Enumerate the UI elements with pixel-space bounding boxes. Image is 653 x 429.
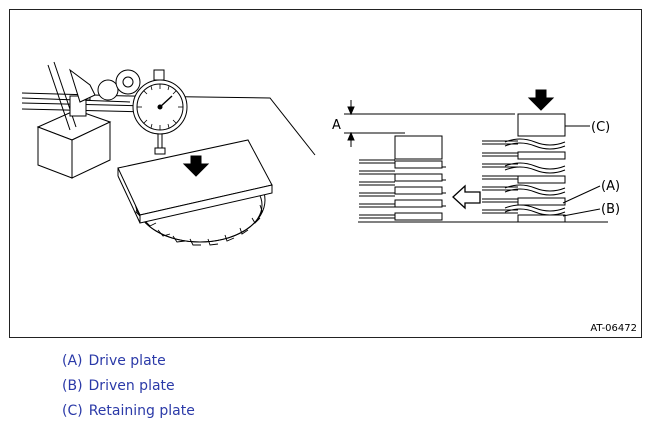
bench-outline [21, 92, 316, 156]
left-stack [359, 135, 446, 221]
legend-item-drive-plate: (A) Drive plate [62, 352, 195, 377]
clearance-label: A [332, 118, 341, 133]
label-a: (A) [601, 179, 620, 194]
legend-list: (A) Drive plate (B) Driven plate (C) Retain… [62, 352, 195, 427]
rod-clamp [69, 68, 141, 117]
clearance-dimension [344, 100, 515, 147]
figure-frame: A (C) (A) (B) AT-06472 [9, 9, 642, 338]
press-arrow-left [182, 155, 210, 177]
figure-drawing: A (C) (A) (B) [21, 61, 620, 246]
magnetic-base [36, 109, 112, 179]
figure-id: AT-06472 [590, 323, 637, 334]
legend-letter: (A) [62, 353, 83, 369]
press-arrow-right [527, 89, 555, 111]
legend-letter: (C) [62, 403, 83, 419]
legend-text: Retaining plate [88, 403, 195, 419]
legend-letter: (B) [62, 378, 83, 394]
legend-item-retaining-plate: (C) Retaining plate [62, 402, 195, 427]
plate-stack-diagram [344, 89, 608, 223]
retaining-plate-board [117, 139, 273, 224]
right-retaining-plate [517, 113, 566, 137]
label-b: (B) [601, 202, 620, 217]
dial-indicator [132, 69, 188, 155]
legend-item-driven-plate: (B) Driven plate [62, 377, 195, 402]
left-retaining-plate [394, 135, 443, 160]
leader-a [562, 185, 601, 204]
hollow-arrow-icon [452, 184, 481, 210]
dial-gauge-illustration [21, 61, 316, 246]
right-stack [482, 113, 566, 223]
label-c: (C) [591, 120, 610, 135]
legend-text: Driven plate [88, 378, 175, 394]
leader-b [562, 208, 601, 217]
legend-text: Drive plate [88, 353, 166, 369]
